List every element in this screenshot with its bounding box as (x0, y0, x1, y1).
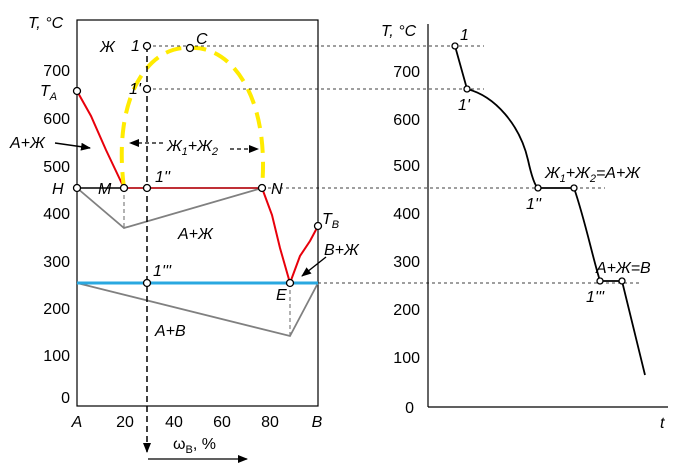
cool-point-1dprime-end (570, 184, 578, 192)
phase-diagram: 0 100 200 300 400 500 600 700 T, °C A 20… (9, 15, 640, 463)
cool-y-tick-400: 400 (393, 206, 420, 223)
label-E: E (276, 287, 287, 304)
phase-y-tick-500: 500 (43, 159, 70, 176)
region-beta-liquid: В+Ж (324, 242, 360, 259)
phase-y-tick-600: 600 (43, 111, 70, 128)
cool-y-tick-500: 500 (393, 158, 420, 175)
phase-y-tick-300: 300 (43, 254, 70, 271)
point-1tprime (142, 278, 152, 288)
label-M: M (98, 181, 112, 198)
region-alpha-beta: А+В (154, 323, 186, 340)
cool-point-1tprime-end (618, 277, 626, 285)
phase-x-tick-80: 80 (261, 414, 279, 431)
point-TA (72, 86, 82, 96)
label-1tprime: 1''' (153, 263, 172, 280)
cooling-curve: 0 100 200 300 400 500 600 700 T, °C t 1 … (381, 23, 668, 432)
phase-x-axis-label: ωB, % (173, 436, 216, 456)
cool-y-tick-300: 300 (393, 254, 420, 271)
point-1 (142, 41, 152, 51)
miscibility-dome (119, 45, 265, 189)
point-C (185, 43, 195, 53)
label-C: C (196, 31, 208, 48)
phase-x-tick-A: A (71, 414, 83, 431)
cooling-curve-line (454, 45, 646, 376)
phase-x-tick-60: 60 (213, 414, 231, 431)
beta-liquid-pointer (301, 256, 327, 277)
cool-y-tick-700: 700 (393, 64, 420, 81)
phase-y-tick-0: 0 (61, 390, 70, 407)
liquidus-beta (289, 225, 319, 284)
phase-x-tick-40: 40 (165, 414, 183, 431)
phase-x-ticks: A 20 40 60 80 B (71, 414, 323, 431)
point-M (119, 183, 129, 193)
phase-y-tick-200: 200 (43, 301, 70, 318)
cooling-y-ticks: 0 100 200 300 400 500 600 700 (393, 64, 420, 417)
phase-y-axis-label: T, °C (28, 15, 64, 32)
liquidus-left (76, 90, 125, 189)
phase-y-tick-100: 100 (43, 348, 70, 365)
cooling-x-axis-label: t (660, 415, 665, 432)
region-liquid: Ж (99, 39, 116, 56)
label-TA: TA (40, 83, 57, 103)
point-N (257, 183, 267, 193)
solvus-line-alpha (76, 187, 263, 229)
cooling-y-axis-label: T, °C (381, 23, 417, 40)
cool-y-tick-100: 100 (393, 350, 420, 367)
point-1prime (142, 84, 152, 94)
point-H (72, 183, 82, 193)
phase-x-tick-20: 20 (116, 414, 134, 431)
cool-point-1 (451, 42, 459, 50)
label-1: 1 (131, 38, 140, 55)
label-N: N (271, 181, 283, 198)
phase-y-ticks: 0 100 200 300 400 500 600 700 (43, 63, 70, 407)
cool-y-tick-600: 600 (393, 112, 420, 129)
phase-diagram-frame (76, 19, 319, 407)
label-1dprime: 1'' (155, 169, 171, 186)
cool-y-tick-200: 200 (393, 302, 420, 319)
cool-point-1prime (463, 85, 471, 93)
label-1prime: 1' (129, 81, 142, 98)
phase-y-tick-400: 400 (43, 206, 70, 223)
region-alpha-liquid: A+Ж (9, 135, 46, 152)
cool-point-1dprime-start (534, 184, 542, 192)
monotectic-annotation: Ж1+Ж2=А+Ж (544, 165, 641, 185)
phase-y-tick-700: 700 (43, 63, 70, 80)
eutectic-annotation: А+Ж=В (595, 260, 651, 277)
region-two-liquids: Ж1+Ж2 (166, 138, 218, 158)
cool-label-1prime: 1' (458, 97, 471, 114)
point-E (285, 278, 295, 288)
alpha-liquid-pointer (54, 142, 91, 151)
liquidus-right (261, 187, 291, 284)
cool-label-1: 1 (460, 27, 469, 44)
point-TB (313, 221, 323, 231)
region-alpha-liquid-lower: А+Ж (177, 226, 214, 243)
phase-x-tick-B: B (312, 414, 323, 431)
cool-point-1tprime-start (596, 277, 604, 285)
cool-label-1dprime: 1'' (526, 196, 542, 213)
cool-label-1tprime: 1''' (586, 289, 605, 306)
cool-y-tick-0: 0 (405, 400, 414, 417)
label-TB: TB (322, 211, 339, 231)
point-1dprime (142, 183, 152, 193)
label-H: H (52, 181, 64, 198)
